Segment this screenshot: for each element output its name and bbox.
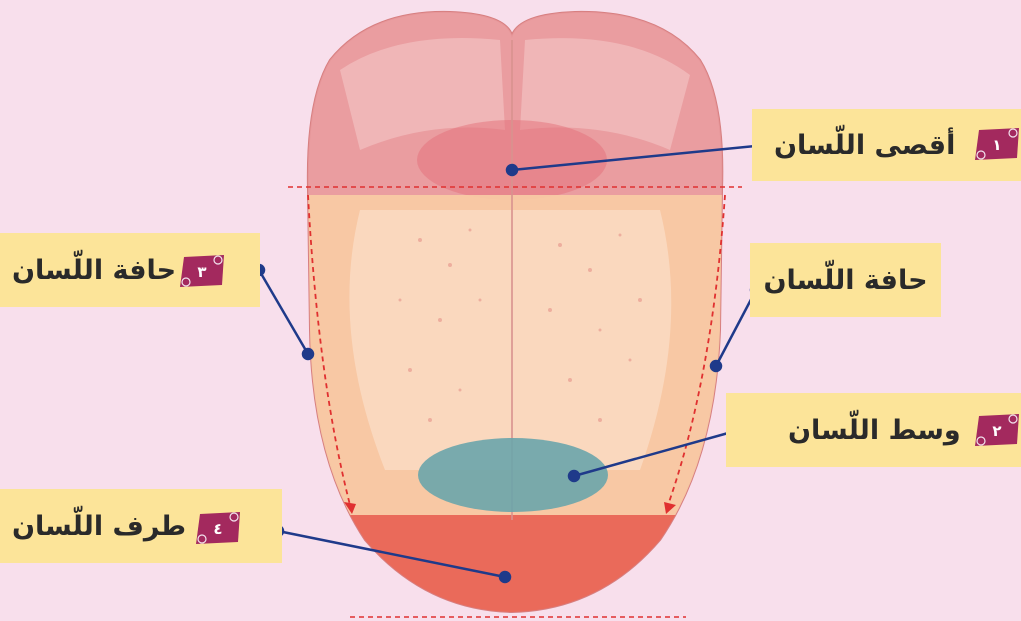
leader-dot-middle-end	[569, 471, 579, 481]
badge-number-1: ١	[973, 126, 1021, 162]
leader-dot-back-start	[507, 165, 517, 175]
leader-dot-edge-right-end	[711, 361, 721, 371]
leader-dot-tip-end	[500, 572, 510, 582]
badge-number-4-text: ٤	[194, 510, 242, 546]
badge-number-2-text: ٢	[973, 412, 1021, 448]
label-middle-text: وسط اللّسان	[788, 415, 961, 446]
leader-line-edge-left	[259, 270, 308, 354]
badge-number-3-text: ٣	[178, 253, 226, 289]
label-back-text: أقصى اللّسان	[774, 130, 955, 161]
label-tip-text: طرف اللّسان	[12, 511, 186, 542]
middle-inner	[349, 210, 671, 470]
label-edge-right-text: حافة اللّسان	[763, 265, 927, 296]
label-edge-right: حافة اللّسان	[750, 243, 941, 317]
badge-number-4: ٤	[194, 510, 242, 546]
label-edge-left-text: حافة اللّسان	[12, 255, 176, 286]
leader-dot-edge-left-end	[303, 349, 313, 359]
badge-number-2: ٢	[973, 412, 1021, 448]
badge-number-1-text: ١	[973, 126, 1021, 162]
badge-number-3: ٣	[178, 253, 226, 289]
